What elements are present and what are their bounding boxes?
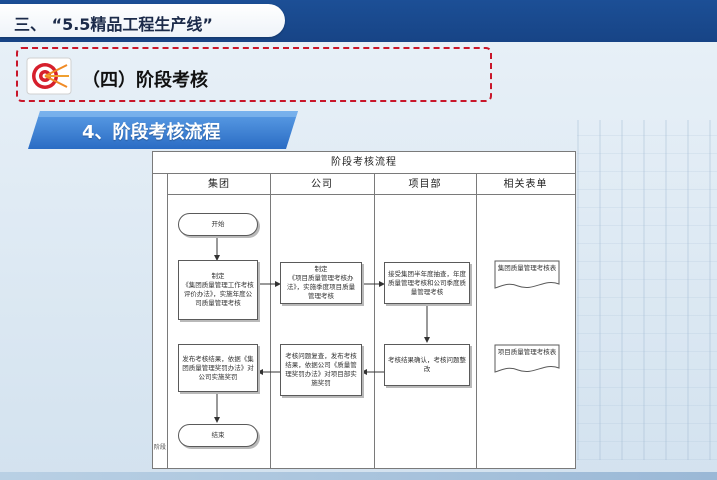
slide-title: 三、 “5.5精品工程生产线” (14, 15, 213, 34)
form-project-label: 项目质量管理考核表 (497, 348, 557, 356)
node-group-formulate-label: 制定 《集团质量管理工作考核评价办法》，实施年度公司质量管理考核 (182, 272, 254, 307)
stage-strip-divider (167, 174, 168, 468)
lane-header-company: 公司 (270, 174, 374, 195)
node-group-publish-label: 发布考核结果，依据《集团质量管理奖罚办法》对公司实施奖罚 (182, 354, 254, 381)
node-end: 结束 (178, 424, 258, 447)
stage-label: 阶段 (154, 444, 167, 451)
lane-divider (476, 174, 477, 468)
node-company-formulate: 制定 《项目质量管理考核办法》，实施季度项目质量管理考核 (280, 262, 362, 304)
node-company-formulate-label: 制定 《项目质量管理考核办法》，实施季度项目质量管理考核 (286, 265, 356, 300)
node-project-accept: 接受集团半年度抽查，年度质量管理考核和公司季度质量管理考核 (384, 262, 470, 304)
node-project-confirm: 考核结果确认，考核问题整改 (384, 344, 470, 386)
bottom-bar (0, 472, 717, 480)
background-grid (577, 120, 717, 460)
lane-divider (374, 174, 375, 468)
lane-header-project: 项目部 (374, 174, 476, 195)
form-group-label: 集团质量管理考核表 (497, 264, 557, 272)
node-project-accept-label: 接受集团半年度抽查，年度质量管理考核和公司季度质量管理考核 (388, 269, 466, 296)
node-end-label: 结束 (211, 431, 225, 439)
section-title: （四）阶段考核 (82, 70, 208, 91)
document-shape-group-form (494, 260, 560, 289)
node-project-confirm-label: 考核结果确认，考核问题整改 (388, 356, 466, 373)
lane-divider (270, 174, 271, 468)
banner-shape (28, 111, 298, 149)
node-company-review: 考核问题复查，发布考核结果，依据公司《质量管理奖罚办法》对项目部实施奖罚 (280, 344, 362, 396)
lane-header-forms: 相关表单 (476, 174, 575, 195)
banner-title: 4、阶段考核流程 (82, 122, 221, 143)
document-shape-project-form (494, 344, 560, 373)
node-group-formulate: 制定 《集团质量管理工作考核评价办法》，实施年度公司质量管理考核 (178, 260, 258, 320)
flowchart-title: 阶段考核流程 (153, 152, 575, 174)
title-pill (0, 4, 285, 37)
node-company-review-label: 考核问题复查，发布考核结果，依据公司《质量管理奖罚办法》对项目部实施奖罚 (285, 352, 357, 387)
lane-header-group: 集团 (168, 174, 270, 195)
node-start: 开始 (178, 213, 258, 236)
flowchart: 阶段考核流程 阶段 集团 公司 项目部 相关表单 开始 制定 《集团质量管理工作… (152, 151, 576, 469)
section-box (16, 47, 492, 102)
target-icon (26, 57, 72, 95)
node-start-label: 开始 (211, 220, 225, 228)
node-group-publish: 发布考核结果，依据《集团质量管理奖罚办法》对公司实施奖罚 (178, 344, 258, 392)
flow-arrows (214, 236, 430, 423)
